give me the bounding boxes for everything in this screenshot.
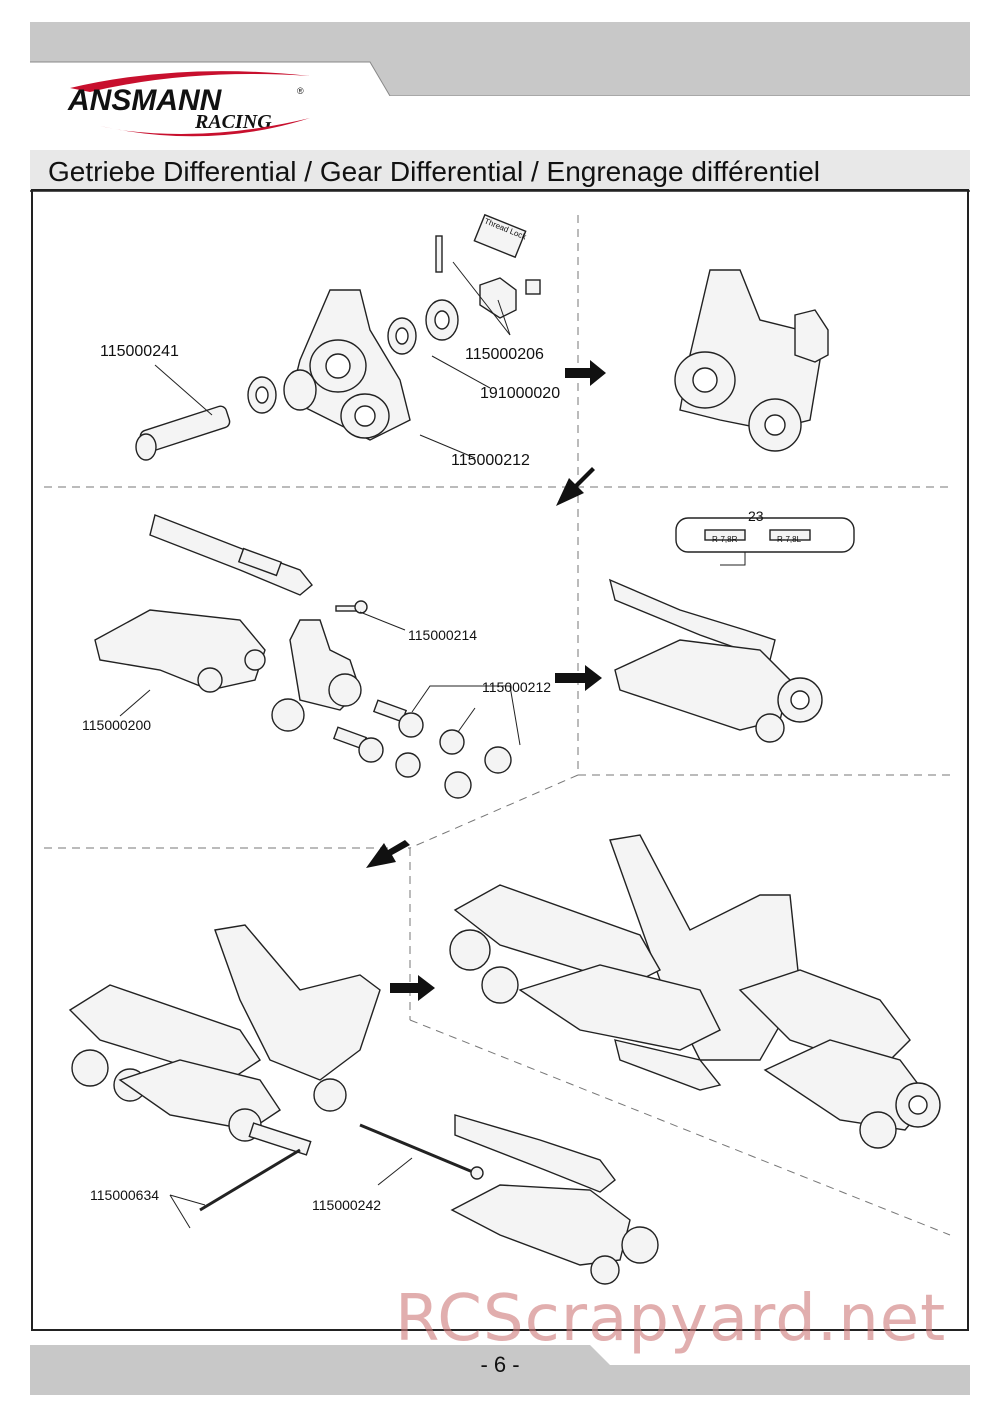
arrow-down-left-1 <box>556 467 595 506</box>
section-title: Getriebe Differential / Gear Differentia… <box>48 156 820 187</box>
part-label-115000206: 115000206 <box>465 346 544 363</box>
step3-leader-lines <box>169 1157 413 1229</box>
step1-exploded-parts <box>135 213 541 461</box>
section-title-bar: Getriebe Differential / Gear Differentia… <box>30 150 970 192</box>
arrow-right-1 <box>565 360 606 386</box>
arrow-down-left-2 <box>366 840 410 868</box>
diagram-frame <box>31 189 969 1331</box>
part-label-115000241: 115000241 <box>100 343 179 360</box>
step1-leader-lines <box>154 261 511 459</box>
logo-registered-mark: ® <box>297 86 304 96</box>
part-label-115000242: 115000242 <box>312 1197 382 1213</box>
watermark: RCScrapyard.net <box>395 1282 947 1356</box>
arrow-right-2 <box>555 665 602 691</box>
header-band <box>30 22 970 96</box>
ansmann-racing-logo: ANSMANN ® RACING <box>67 71 310 137</box>
part-label-115000200: 115000200 <box>82 717 152 733</box>
logo-racing-text: RACING <box>194 111 272 133</box>
footer-band <box>30 1345 970 1395</box>
part-label-115000634: 115000634 <box>90 1187 160 1203</box>
turnbuckle-label-a: R-7,8R <box>712 535 738 544</box>
part-label-115000212-step1: 115000212 <box>451 452 530 469</box>
page-number: - 6 - <box>480 1352 520 1377</box>
logo-ansmann-text: ANSMANN <box>67 84 223 117</box>
step1-assembled-hub <box>674 269 829 452</box>
part-label-191000020: 191000020 <box>480 385 561 402</box>
step3-rear-assembly <box>68 924 659 1285</box>
step2-exploded-parts <box>94 514 512 799</box>
step2-leader-lines <box>119 611 521 746</box>
dimension-23-label: 23 <box>748 508 764 524</box>
final-rear-assembly <box>449 834 941 1149</box>
part-label-115000212-step2: 115000212 <box>482 679 552 695</box>
part-label-115000214: 115000214 <box>408 627 478 643</box>
arrow-right-3 <box>390 975 435 1001</box>
step2-assembled-arm <box>608 517 855 743</box>
step-arrows <box>366 360 606 1001</box>
turnbuckle-label-b: R-7,8L <box>777 535 802 544</box>
